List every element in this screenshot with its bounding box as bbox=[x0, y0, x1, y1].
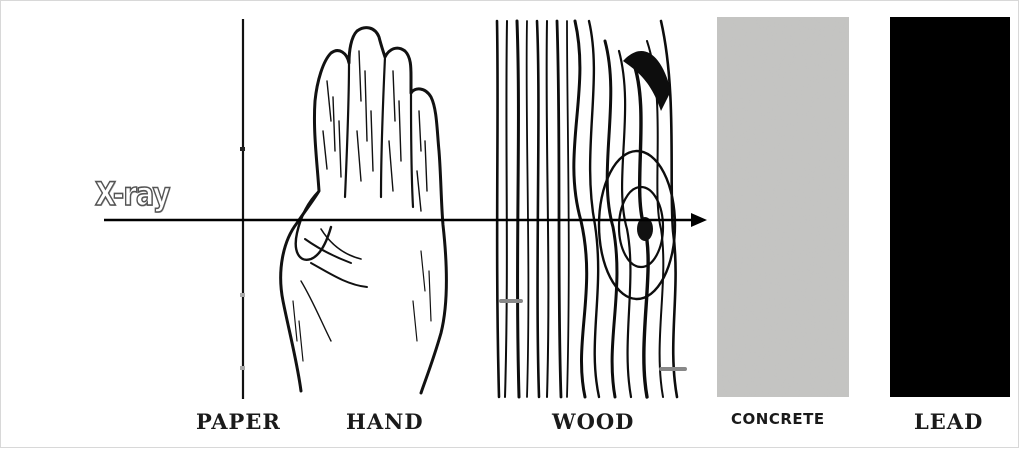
xray-label: X-ray bbox=[95, 175, 169, 213]
label-hand: HAND bbox=[346, 409, 424, 434]
label-lead: LEAD bbox=[914, 409, 983, 434]
label-wood: WOOD bbox=[552, 409, 634, 434]
lead-block bbox=[890, 17, 1010, 397]
paper-sheet bbox=[240, 19, 245, 399]
label-concrete: CONCRETE bbox=[731, 410, 825, 428]
hand-drawing bbox=[281, 28, 447, 393]
concrete-block bbox=[717, 17, 849, 397]
label-paper: PAPER bbox=[196, 409, 281, 434]
wood-block bbox=[491, 19, 687, 399]
